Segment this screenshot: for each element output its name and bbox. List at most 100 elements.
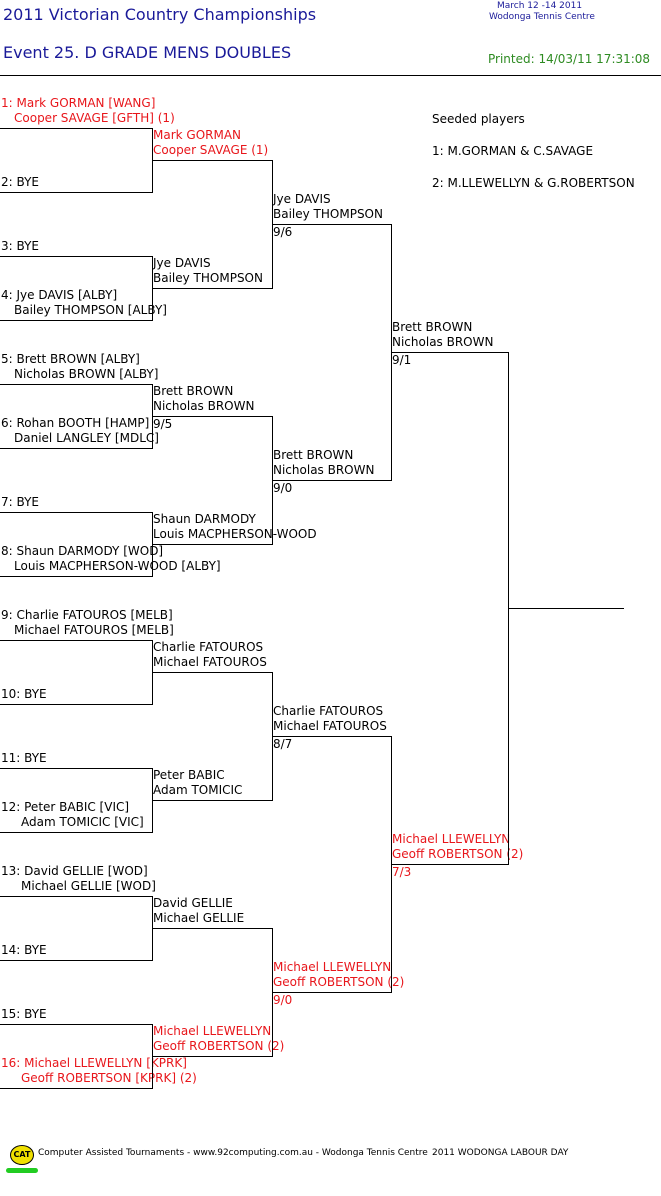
footer-credit: Computer Assisted Tournaments - www.92co… — [38, 1148, 428, 1158]
draw-entry: 6: Rohan BOOTH [HAMP]Daniel LANGLEY [MDL… — [1, 416, 159, 446]
draw-line — [0, 256, 152, 257]
draw-line — [0, 768, 152, 769]
partner-name: Geoff ROBERTSON (2) — [392, 847, 524, 861]
draw-line — [272, 736, 391, 737]
player-name: 14: BYE — [1, 943, 47, 957]
partner-name: Bailey THOMPSON [ALBY] — [14, 303, 167, 317]
header-divider — [0, 75, 661, 76]
draw-entry: 15: BYE — [1, 1007, 47, 1022]
draw-entry: 9: Charlie FATOUROS [MELB]Michael FATOUR… — [1, 608, 174, 638]
player-name: 5: Brett BROWN [ALBY] — [1, 352, 140, 366]
partner-name: Nicholas BROWN — [392, 335, 494, 349]
player-name: Jye DAVIS — [153, 256, 211, 270]
player-name: Michael LLEWELLYN — [153, 1024, 272, 1038]
player-name: 7: BYE — [1, 495, 39, 509]
draw-entry: 14: BYE — [1, 943, 47, 958]
seed-item: 1: M.GORMAN & C.SAVAGE — [432, 144, 594, 158]
draw-line — [391, 352, 508, 353]
partner-name: Daniel LANGLEY [MDLC] — [14, 431, 159, 445]
player-name: Brett BROWN — [153, 384, 234, 398]
draw-line — [0, 512, 152, 513]
draw-line — [272, 992, 391, 993]
player-name: 4: Jye DAVIS [ALBY] — [1, 288, 118, 302]
draw-line — [0, 576, 152, 577]
player-name: 10: BYE — [1, 687, 47, 701]
player-name: Peter BABIC — [153, 768, 225, 782]
draw-entry: 8: Shaun DARMODY [WOD]Louis MACPHERSON-W… — [1, 544, 221, 574]
partner-name: Geoff ROBERTSON [KPRK] (2) — [21, 1071, 197, 1085]
player-name: 15: BYE — [1, 1007, 47, 1021]
draw-line — [0, 832, 152, 833]
player-name: Brett BROWN — [392, 320, 473, 334]
partner-name: Louis MACPHERSON-WOOD — [153, 527, 317, 541]
player-name: 9: Charlie FATOUROS [MELB] — [1, 608, 173, 622]
partner-name: Michael GELLIE — [153, 911, 245, 925]
seeded-heading: Seeded players — [432, 112, 525, 126]
player-name: Brett BROWN — [273, 448, 354, 462]
draw-entry: 16: Michael LLEWELLYN [KPRK]Geoff ROBERT… — [1, 1056, 197, 1086]
partner-name: Michael FATOUROS [MELB] — [14, 623, 174, 637]
printed-timestamp: Printed: 14/03/11 17:31:08 — [488, 52, 651, 66]
partner-name: Nicholas BROWN — [273, 463, 375, 477]
draw-line — [152, 544, 272, 545]
match-score: 8/7 — [273, 737, 293, 751]
player-name: David GELLIE — [153, 896, 233, 910]
player-name: Michael LLEWELLYN — [273, 960, 392, 974]
draw-line — [152, 672, 272, 673]
logo-underline — [6, 1168, 38, 1173]
draw-line — [0, 704, 152, 705]
draw-entry: 3: BYE — [1, 239, 39, 254]
draw-line — [0, 128, 152, 129]
player-name: 8: Shaun DARMODY [WOD] — [1, 544, 164, 558]
draw-line — [0, 320, 152, 321]
draw-line — [0, 192, 152, 193]
partner-name: Adam TOMICIC [VIC] — [21, 815, 144, 829]
page-title: 2011 Victorian Country Championships — [3, 5, 317, 24]
draw-entry: 12: Peter BABIC [VIC]Adam TOMICIC [VIC] — [1, 800, 144, 830]
partner-name: Cooper SAVAGE [GFTH] (1) — [14, 111, 175, 125]
partner-name: Nicholas BROWN [ALBY] — [14, 367, 159, 381]
draw-line — [152, 416, 272, 417]
player-name: Mark GORMAN — [153, 128, 242, 142]
draw-entry: 5: Brett BROWN [ALBY]Nicholas BROWN [ALB… — [1, 352, 158, 382]
player-name: 2: BYE — [1, 175, 39, 189]
draw-line — [0, 448, 152, 449]
player-name: Shaun DARMODY — [153, 512, 256, 526]
partner-name: Louis MACPHERSON-WOOD [ALBY] — [14, 559, 221, 573]
player-name: Jye DAVIS — [273, 192, 331, 206]
draw-line — [152, 928, 272, 929]
event-venue: Wodonga Tennis Centre — [489, 12, 595, 22]
draw-line — [0, 896, 152, 897]
player-name: 1: Mark GORMAN [WANG] — [1, 96, 156, 110]
draw-entry: 7: BYE — [1, 495, 39, 510]
draw-entry: 11: BYE — [1, 751, 47, 766]
partner-name: Bailey THOMPSON — [273, 207, 383, 221]
draw-line — [272, 224, 391, 225]
draw-entry: 2: BYE — [1, 175, 39, 190]
player-name: Charlie FATOUROS — [273, 704, 384, 718]
draw-line — [0, 960, 152, 961]
partner-name: Geoff ROBERTSON (2) — [273, 975, 405, 989]
match-score: 7/3 — [392, 865, 412, 879]
draw-entry: 13: David GELLIE [WOD]Michael GELLIE [WO… — [1, 864, 156, 894]
draw-line — [152, 800, 272, 801]
partner-name: Michael FATOUROS — [273, 719, 387, 733]
player-name: 13: David GELLIE [WOD] — [1, 864, 148, 878]
draw-line — [0, 1024, 152, 1025]
event-title: Event 25. D GRADE MENS DOUBLES — [3, 43, 292, 62]
footer-tournament: 2011 WODONGA LABOUR DAY — [432, 1148, 569, 1158]
match-score: 9/1 — [392, 353, 412, 367]
player-name: Michael LLEWELLYN — [392, 832, 511, 846]
partner-name: Bailey THOMPSON — [153, 271, 263, 285]
final-line — [508, 608, 624, 609]
player-name: 12: Peter BABIC [VIC] — [1, 800, 130, 814]
draw-line — [152, 1056, 272, 1057]
